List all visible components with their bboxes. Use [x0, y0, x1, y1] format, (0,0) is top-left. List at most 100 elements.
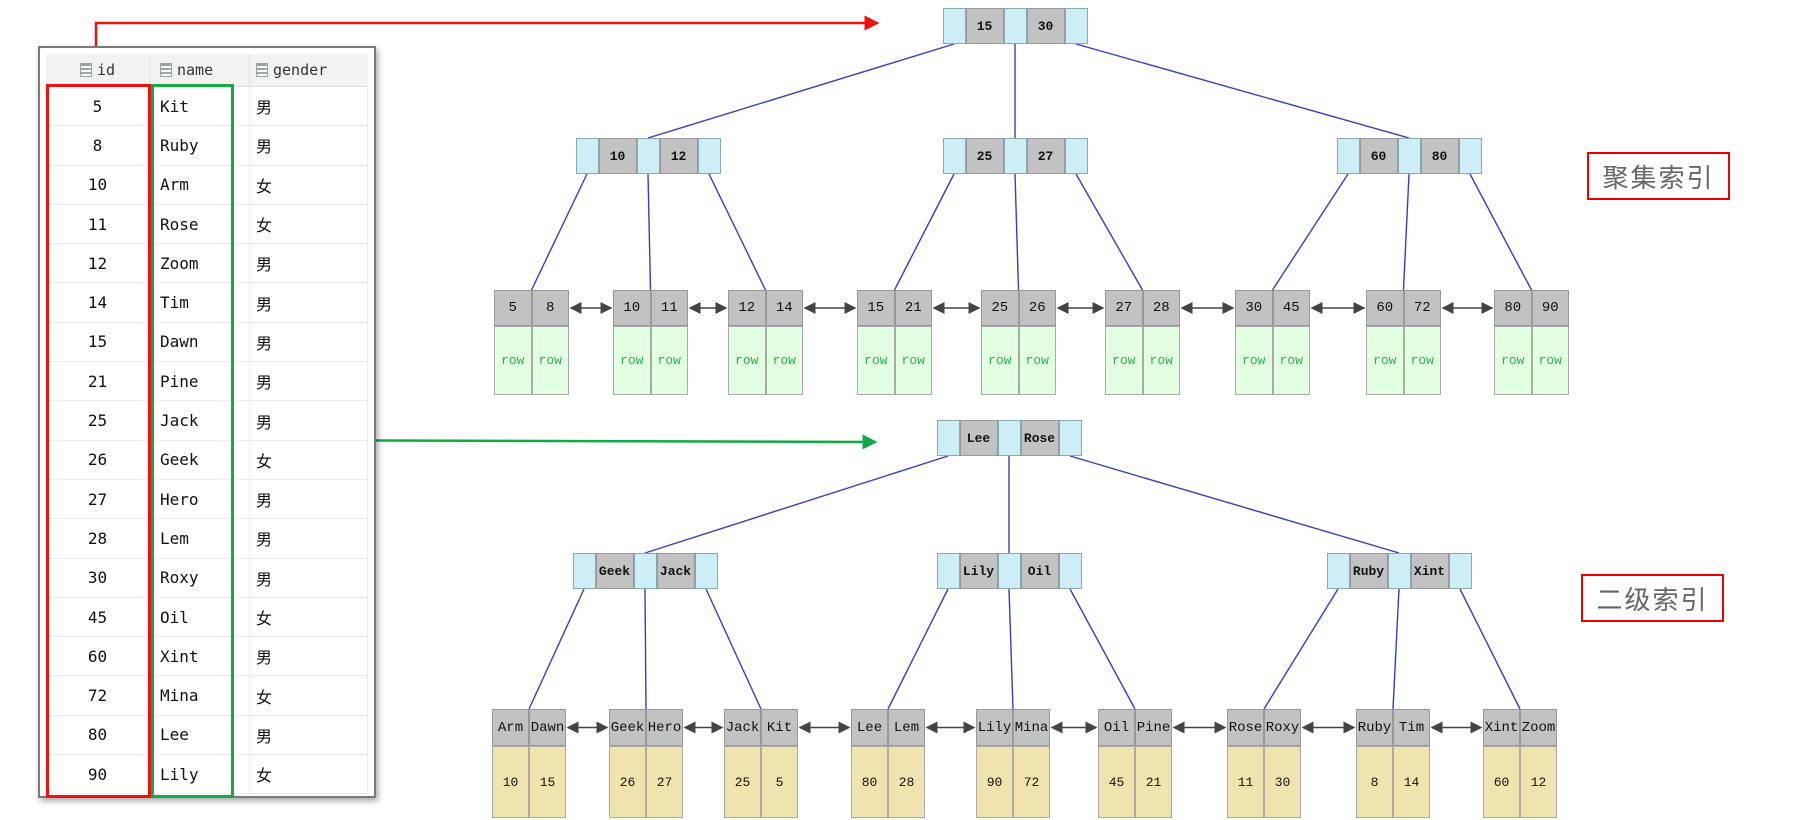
- column-icon: [256, 63, 268, 77]
- leaf-primary-key: 30: [1264, 746, 1301, 818]
- leaf-row-data: row: [1272, 326, 1310, 395]
- leaf-primary-key: 80: [851, 746, 888, 818]
- tree-edge: [1469, 173, 1533, 291]
- cell-name: Lily: [150, 755, 250, 794]
- cell-name: Lee: [150, 715, 250, 755]
- node-pointer: [1003, 8, 1027, 44]
- node-pointer: [1058, 553, 1082, 589]
- leaf-key: Dawn: [529, 709, 566, 746]
- cell-gender: 男: [250, 715, 368, 755]
- leaf-key: Kit: [761, 709, 798, 746]
- node-key: Oil: [1020, 553, 1059, 589]
- node-key: 60: [1359, 138, 1398, 174]
- cell-name: Dawn: [150, 322, 250, 362]
- node-key: 25: [965, 138, 1004, 174]
- leaf-primary-key: 60: [1483, 746, 1520, 818]
- node-pointer: [942, 8, 966, 44]
- cell-name: Pine: [150, 362, 250, 401]
- cell-gender: 女: [250, 440, 368, 479]
- node-key: Rose: [1020, 420, 1059, 456]
- clustered-index-label: 聚集索引: [1587, 152, 1730, 200]
- leaf-key: 45: [1272, 290, 1310, 326]
- node-pointer: [697, 138, 721, 174]
- node-pointer: [1058, 420, 1082, 456]
- node-pointer: [1064, 138, 1088, 174]
- leaf-row-data: row: [1105, 326, 1143, 395]
- leaf-primary-key: 12: [1520, 746, 1557, 818]
- table-header: id name gender: [46, 54, 368, 87]
- leaf-primary-key: 25: [724, 746, 761, 818]
- cell-gender: 男: [250, 480, 368, 519]
- cell-gender: 男: [250, 362, 368, 401]
- tree-edge: [1271, 173, 1349, 291]
- leaf-key: Hero: [646, 709, 683, 746]
- column-header-id[interactable]: id: [46, 54, 150, 86]
- tree-edge: [893, 173, 955, 291]
- cell-gender: 女: [250, 597, 368, 637]
- tree-edge: [644, 588, 647, 710]
- leaf-key: 12: [728, 290, 766, 326]
- node-pointer: [1336, 138, 1360, 174]
- node-key: Xint: [1410, 553, 1449, 589]
- leaf-key: 5: [494, 290, 532, 326]
- leaf-key: Arm: [492, 709, 529, 746]
- leaf-primary-key: 26: [609, 746, 646, 818]
- leaf-primary-key: 8: [1356, 746, 1393, 818]
- cell-gender: 女: [250, 755, 368, 794]
- column-header-gender[interactable]: gender: [250, 54, 368, 86]
- node-pointer: [1387, 553, 1411, 589]
- node-pointer: [1458, 138, 1482, 174]
- leaf-key: 28: [1142, 290, 1180, 326]
- node-key: 15: [965, 8, 1004, 44]
- node-pointer: [636, 138, 660, 174]
- node-key: 12: [659, 138, 698, 174]
- leaf-key: Zoom: [1520, 709, 1557, 746]
- node-pointer: [633, 553, 657, 589]
- leaf-key: Roxy: [1264, 709, 1301, 746]
- id-column-highlight: [46, 84, 151, 798]
- node-pointer: [1003, 138, 1027, 174]
- leaf-primary-key: 28: [888, 746, 925, 818]
- leaf-primary-key: 45: [1098, 746, 1135, 818]
- node-pointer: [1326, 553, 1350, 589]
- node-key: Lee: [959, 420, 998, 456]
- tree-edge: [644, 455, 949, 554]
- cell-gender: 女: [250, 676, 368, 715]
- leaf-key: Ruby: [1356, 709, 1393, 746]
- node-key: 10: [598, 138, 637, 174]
- tree-edge: [647, 43, 955, 139]
- node-pointer: [694, 553, 718, 589]
- leaf-key: 30: [1235, 290, 1273, 326]
- cell-name: Lem: [150, 519, 250, 558]
- tree-edge: [1008, 588, 1014, 710]
- node-key: Lily: [959, 553, 998, 589]
- column-header-name[interactable]: name: [150, 54, 250, 86]
- cell-name: Tim: [150, 283, 250, 322]
- leaf-key: 14: [765, 290, 803, 326]
- leaf-key: 26: [1018, 290, 1056, 326]
